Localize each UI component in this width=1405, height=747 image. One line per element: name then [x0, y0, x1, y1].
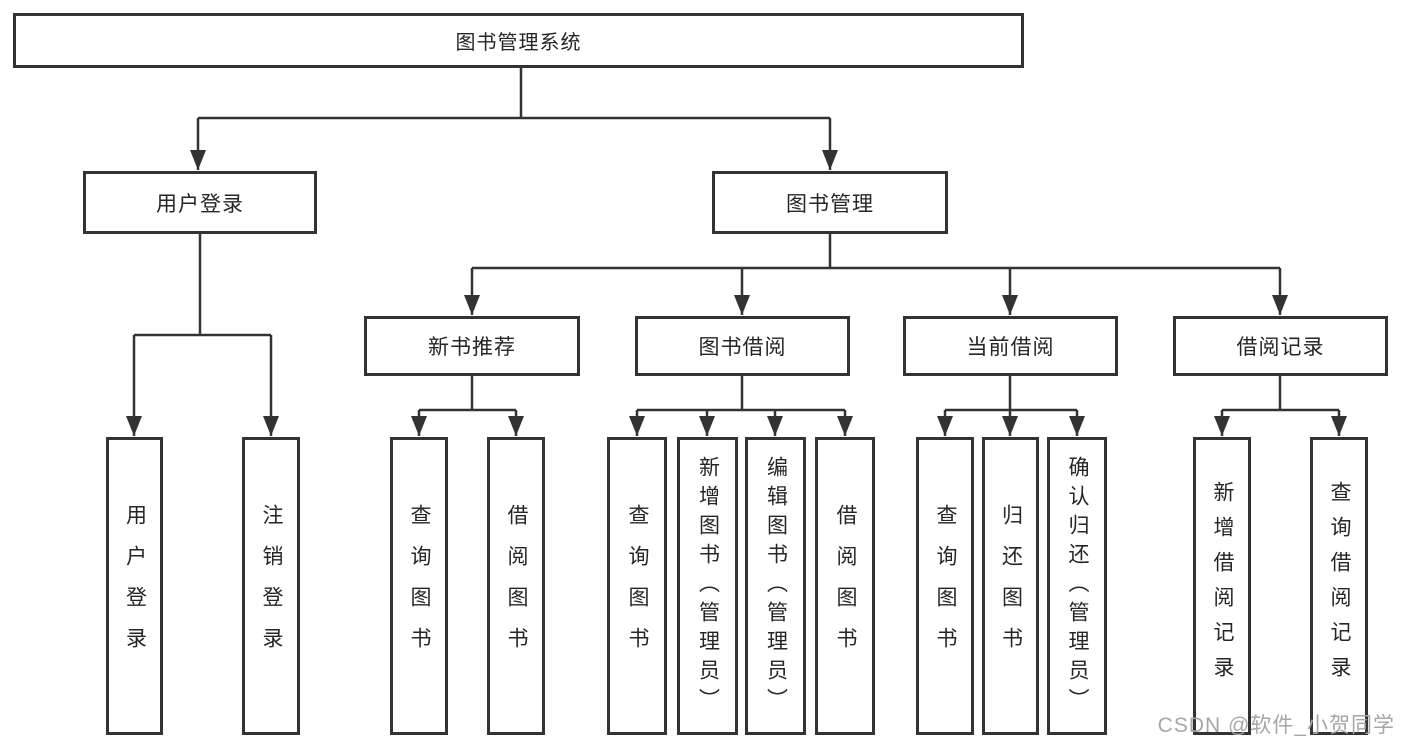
leaf-query-borrow-record: 查询借阅记录	[1310, 437, 1368, 735]
node-current-borrowing: 当前借阅	[903, 316, 1118, 376]
node-user-login: 用户登录	[83, 171, 317, 234]
connector-line	[637, 376, 845, 412]
leaf-label: 编辑图书（管理员）	[764, 455, 788, 717]
leaf-label: 查询图书	[626, 504, 650, 668]
leaf-label: 查询图书	[934, 504, 958, 668]
leaf-logout: 注销登录	[242, 437, 300, 735]
leaf-label: 确认归还（管理员）	[1066, 455, 1090, 717]
connector-line	[1222, 376, 1339, 412]
leaf-user-login: 用户登录	[106, 437, 163, 735]
leaf-borrow-books: 借阅图书	[487, 437, 545, 735]
leaf-edit-books-admin: 编辑图书（管理员）	[745, 437, 806, 735]
leaf-label: 新增图书（管理员）	[696, 455, 720, 717]
connector-book-borrow-to-leaves	[629, 376, 853, 436]
node-label: 当前借阅	[966, 336, 1055, 359]
leaf-label: 借阅图书	[505, 504, 529, 668]
node-label: 图书借阅	[698, 336, 787, 359]
leaf-label: 查询图书	[408, 504, 432, 668]
node-label: 借阅记录	[1236, 336, 1325, 359]
connector-root-to-level2	[190, 68, 838, 170]
csdn-watermark: CSDN @软件_小贺同学	[1157, 714, 1395, 737]
node-label: 图书管理系统	[455, 32, 582, 54]
node-book-management: 图书管理	[712, 171, 948, 234]
connector-line	[134, 234, 271, 337]
leaf-query-books: 查询图书	[390, 437, 448, 735]
leaf-query-books: 查询图书	[916, 437, 974, 735]
leaf-confirm-return-admin: 确认归还（管理员）	[1047, 437, 1107, 735]
connector-borrow-record-to-leaves	[1214, 376, 1347, 436]
node-library-management-system: 图书管理系统	[13, 13, 1024, 68]
node-borrowing-records: 借阅记录	[1173, 316, 1388, 376]
connector-current-borrow-to-leaves	[937, 376, 1085, 436]
leaf-add-borrow-record: 新增借阅记录	[1193, 437, 1251, 735]
node-new-book-recommendation: 新书推荐	[364, 316, 580, 376]
connector-line	[198, 68, 830, 120]
node-label: 用户登录	[156, 192, 244, 216]
connector-line	[419, 376, 516, 412]
node-book-borrowing: 图书借阅	[635, 316, 850, 376]
leaf-label: 借阅图书	[834, 504, 858, 668]
node-label: 图书管理	[786, 192, 874, 216]
leaf-query-books: 查询图书	[607, 437, 667, 735]
leaf-return-books: 归还图书	[982, 437, 1039, 735]
leaf-label: 注销登录	[260, 504, 284, 668]
connector-book-mgmt-to-level3	[464, 234, 1288, 315]
leaf-label: 用户登录	[123, 504, 147, 668]
leaf-label: 归还图书	[999, 504, 1023, 668]
leaf-label: 查询借阅记录	[1328, 481, 1352, 691]
leaf-label: 新增借阅记录	[1211, 481, 1235, 691]
connector-new-rec-to-leaves	[411, 376, 524, 436]
node-label: 新书推荐	[428, 336, 516, 359]
leaf-borrow-books: 借阅图书	[815, 437, 875, 735]
connector-line	[945, 376, 1077, 412]
connector-user-login-to-leaves	[126, 234, 279, 436]
leaf-add-books-admin: 新增图书（管理员）	[677, 437, 738, 735]
connector-line	[472, 234, 1280, 270]
